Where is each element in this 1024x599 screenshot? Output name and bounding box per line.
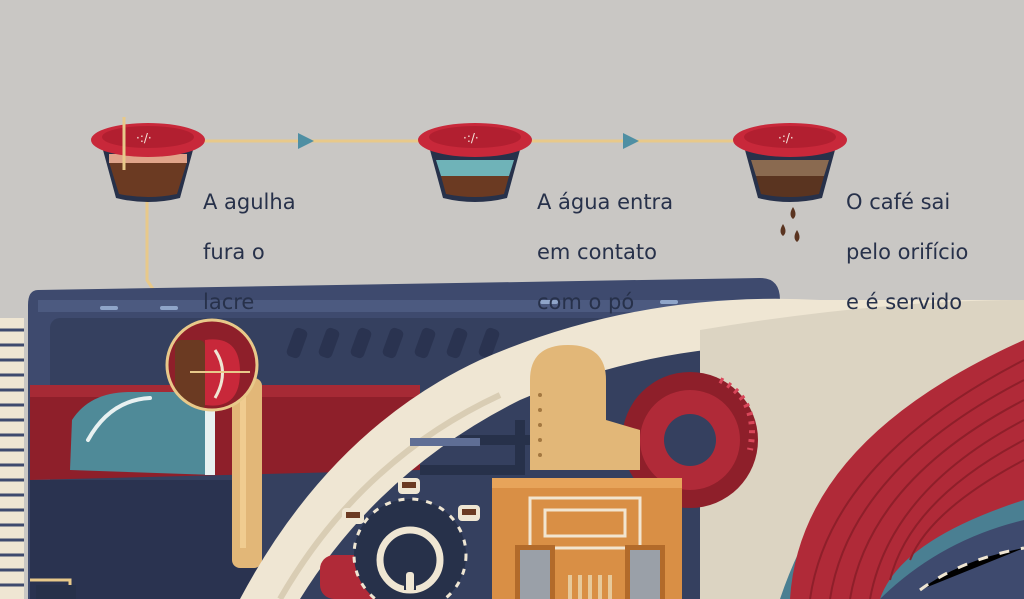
step-3-label: O café sai pelo orifício e é servido — [846, 165, 968, 340]
capsule-step-1: ·:/· — [91, 117, 205, 202]
coffee-drops-icon — [780, 207, 800, 242]
step-2-line-3: com o pó — [537, 290, 635, 314]
step-1-line-1: A agulha — [203, 190, 296, 214]
red-muscle — [790, 340, 1024, 599]
zoom-detail — [165, 318, 259, 412]
arrow-right-icon — [623, 133, 639, 149]
coffee-cup-icon — [342, 508, 364, 524]
capsule-step-3: ·:/· — [733, 123, 847, 242]
step-3-line-3: e é servido — [846, 290, 963, 314]
step-1-line-3: lacre — [203, 290, 255, 314]
svg-text:·:/·: ·:/· — [136, 131, 152, 145]
boiler — [530, 345, 640, 470]
spring — [0, 318, 24, 599]
step-3-line-2: pelo orifício — [846, 240, 969, 264]
lever — [232, 378, 262, 568]
svg-text:·:/·: ·:/· — [463, 131, 479, 145]
capsule-window — [70, 392, 215, 475]
arrow-right-icon — [298, 133, 314, 149]
step-3-line-1: O café sai — [846, 190, 951, 214]
svg-text:·:/·: ·:/· — [778, 131, 794, 145]
coffee-cup-icon — [398, 478, 420, 494]
step-1-label: A agulha fura o lacre — [203, 165, 296, 340]
coffee-cup-icon — [458, 505, 480, 521]
step-2-line-2: em contato — [537, 240, 657, 264]
capsule-step-2: ·:/· — [418, 123, 532, 202]
step-2-label: A água entra em contato com o pó — [537, 165, 673, 340]
power-dial — [352, 497, 468, 599]
step-2-line-1: A água entra — [537, 190, 674, 214]
step-1-line-2: fura o — [203, 240, 265, 264]
vent-slots — [286, 327, 500, 359]
